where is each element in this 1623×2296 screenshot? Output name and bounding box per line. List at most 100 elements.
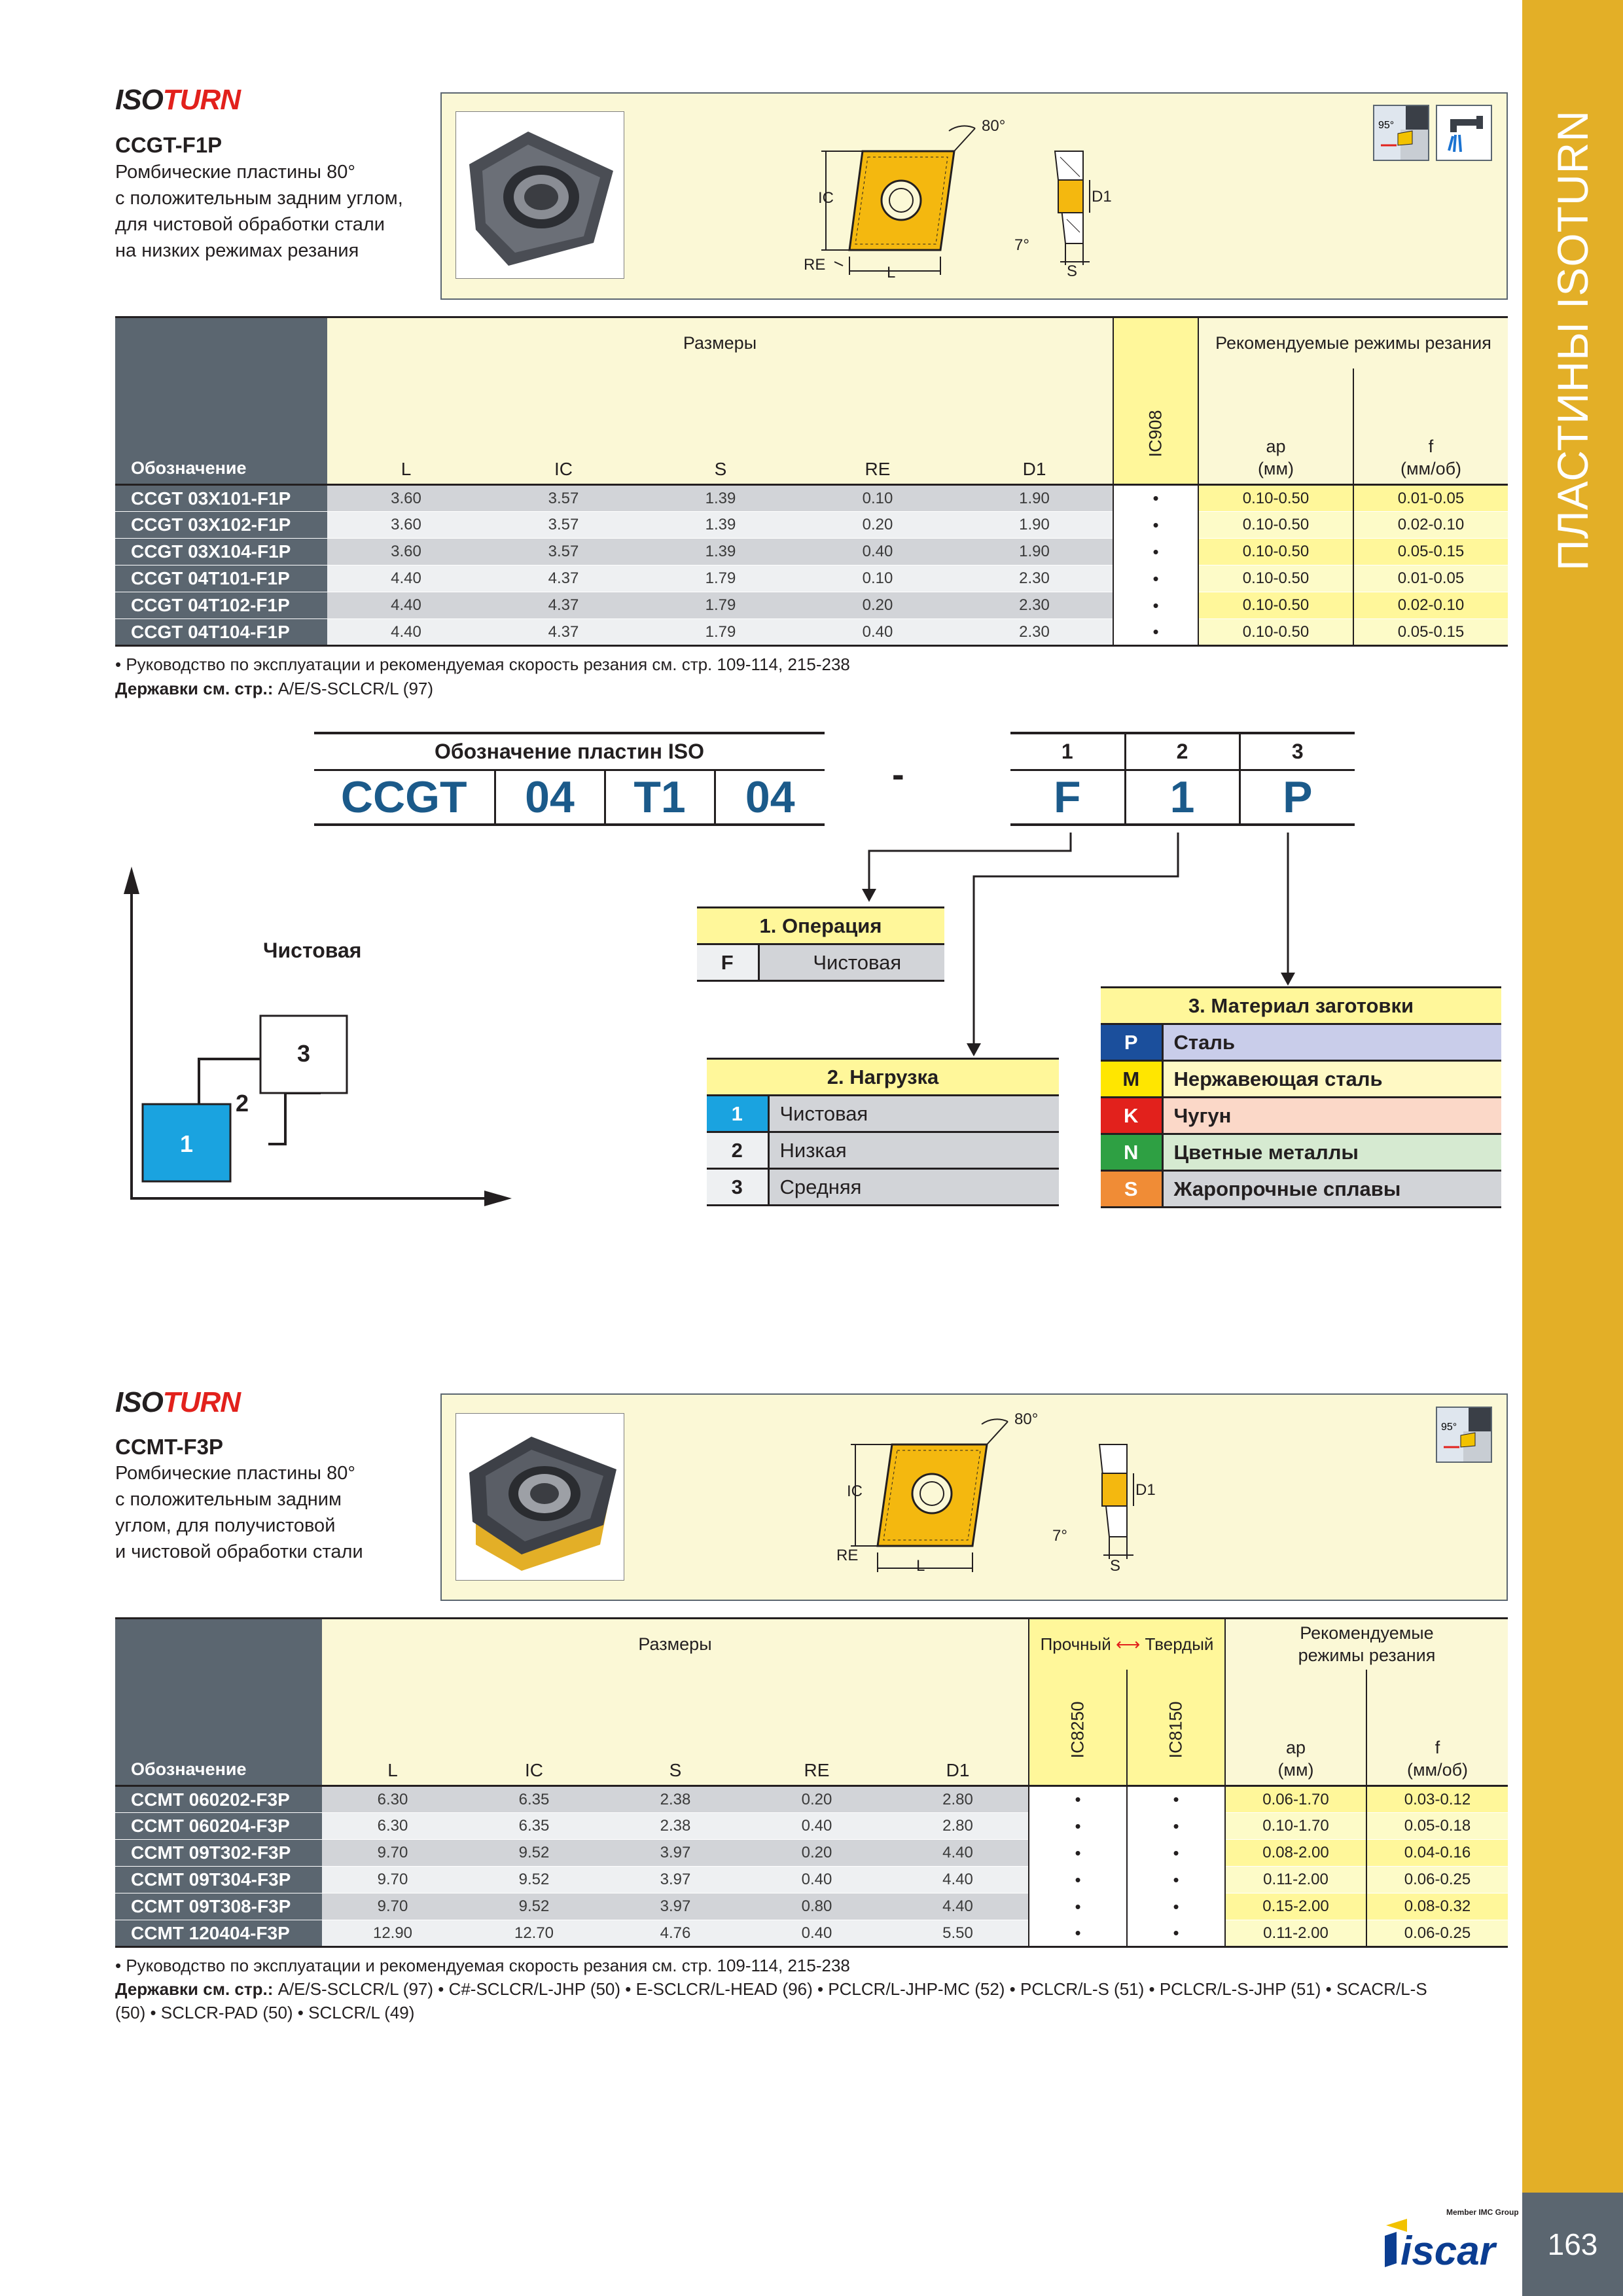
row-f: 0.06-0.25 bbox=[1366, 1866, 1508, 1893]
side-band bbox=[1522, 0, 1623, 2193]
load-value-1: Чистовая bbox=[768, 1095, 1059, 1133]
row-dim: 6.35 bbox=[463, 1812, 605, 1840]
iscar-logo: Member IMC Group iscar bbox=[1381, 2206, 1519, 2278]
col2-s: S bbox=[605, 1669, 746, 1786]
rec-header: Рекомендуемые режимы резания bbox=[1198, 316, 1508, 368]
row-grade-mark: • bbox=[1113, 592, 1199, 619]
row-ap: 0.08-2.00 bbox=[1225, 1839, 1367, 1867]
designation-header-2: Обозначение bbox=[115, 1617, 322, 1786]
row-dim: 1.90 bbox=[956, 538, 1113, 565]
row-f: 0.08-0.32 bbox=[1366, 1893, 1508, 1920]
row-grade-mark: • bbox=[1113, 538, 1199, 565]
row-designation: CCGT 04T104-F1P bbox=[115, 619, 327, 646]
isoturn-logo-2: ISOTURN bbox=[115, 1386, 241, 1418]
suffix-num-1: 1 bbox=[1010, 732, 1125, 771]
row-dim: 0.20 bbox=[746, 1785, 887, 1813]
row-f: 0.04-0.16 bbox=[1366, 1839, 1508, 1867]
row-dim: 5.50 bbox=[887, 1920, 1029, 1947]
load-key-3: 3 bbox=[707, 1168, 770, 1206]
row-dim: 0.40 bbox=[746, 1812, 887, 1840]
row-f: 0.05-0.15 bbox=[1353, 619, 1508, 646]
row-f: 0.05-0.18 bbox=[1366, 1812, 1508, 1840]
row-dim: 9.52 bbox=[463, 1893, 605, 1920]
iso-code-shape: CCGT bbox=[314, 770, 495, 826]
row-f: 0.05-0.15 bbox=[1353, 538, 1508, 565]
row-dim: 9.70 bbox=[322, 1839, 463, 1867]
row-dim: 12.90 bbox=[322, 1920, 463, 1947]
row-designation: CCMT 09T308-F3P bbox=[115, 1893, 322, 1920]
row-ap: 0.11-2.00 bbox=[1225, 1866, 1367, 1893]
row-ap: 0.10-0.50 bbox=[1198, 592, 1354, 619]
row-f: 0.06-0.25 bbox=[1366, 1920, 1508, 1947]
row-ap: 0.11-2.00 bbox=[1225, 1920, 1367, 1947]
svg-text:Member IMC Group: Member IMC Group bbox=[1446, 2208, 1518, 2217]
iso-suffix: 1 2 3 F 1 P bbox=[1010, 732, 1355, 826]
usage-note-1: • Руководство по эксплуатации и рекоменд… bbox=[115, 655, 850, 674]
iso-code-thickness: T1 bbox=[603, 770, 715, 826]
row-dim: 12.70 bbox=[463, 1920, 605, 1947]
row-designation: CCMT 120404-F3P bbox=[115, 1920, 322, 1947]
row-dim: 1.39 bbox=[642, 484, 799, 512]
material-key: M bbox=[1101, 1060, 1164, 1098]
row-dim: 4.40 bbox=[327, 619, 485, 646]
row-dim: 3.57 bbox=[485, 511, 642, 539]
row-dim: 1.90 bbox=[956, 484, 1113, 512]
row-dim: 6.35 bbox=[463, 1785, 605, 1813]
graph-box-2: 2 bbox=[236, 1090, 249, 1117]
material-value: Чугун bbox=[1162, 1097, 1501, 1135]
row-dim: 0.10 bbox=[799, 565, 956, 592]
row-dim: 0.20 bbox=[746, 1839, 887, 1867]
load-value-3: Средняя bbox=[768, 1168, 1059, 1206]
row-ap: 0.15-2.00 bbox=[1225, 1893, 1367, 1920]
row-designation: CCMT 060202-F3P bbox=[115, 1785, 322, 1813]
dims-header: Размеры bbox=[327, 316, 1113, 368]
iso-dash: - bbox=[892, 753, 904, 795]
col-s: S bbox=[642, 368, 799, 485]
row-ap: 0.10-0.50 bbox=[1198, 565, 1354, 592]
iso-code-size: 04 bbox=[493, 770, 605, 826]
spec-table-2: Обозначение Размеры Прочный ⟷ Твердый Ре… bbox=[115, 1617, 1508, 1948]
row-dim: 0.40 bbox=[799, 619, 956, 646]
svg-text:95°: 95° bbox=[1378, 120, 1394, 131]
svg-text:95°: 95° bbox=[1441, 1422, 1457, 1433]
material-key: K bbox=[1101, 1097, 1164, 1135]
product-title: CCGT-F1P bbox=[115, 133, 223, 157]
dims-header-2: Размеры bbox=[322, 1617, 1029, 1670]
operation-value: Чистовая bbox=[758, 944, 944, 982]
row-dim: 4.40 bbox=[327, 592, 485, 619]
row-designation: CCGT 03X102-F1P bbox=[115, 511, 327, 539]
suffix-code-material: P bbox=[1238, 770, 1355, 826]
iso-caption: Обозначение пластин ISO bbox=[314, 732, 825, 771]
row-dim: 1.39 bbox=[642, 511, 799, 539]
holder-95-icon: 95° bbox=[1373, 105, 1429, 161]
row-dim: 3.97 bbox=[605, 1893, 746, 1920]
col-d1: D1 bbox=[956, 368, 1113, 485]
row-dim: 1.90 bbox=[956, 511, 1113, 539]
product-description-2: Ромбические пластины 80° с положительным… bbox=[115, 1463, 363, 1562]
row-dim: 0.40 bbox=[746, 1920, 887, 1947]
grade-scale: Прочный ⟷ Твердый bbox=[1028, 1617, 1226, 1670]
col2-l: L bbox=[322, 1669, 463, 1786]
product-title-2: CCMT-F3P bbox=[115, 1435, 223, 1459]
operation-key: F bbox=[697, 944, 760, 982]
col-ic: IC bbox=[485, 368, 642, 485]
col-l: L bbox=[327, 368, 485, 485]
spec-table-1: Обозначение Размеры IC908 Рекомендуемые … bbox=[115, 316, 1508, 647]
col2-ap: ap(мм) bbox=[1225, 1669, 1367, 1786]
operation-caption: 1. Операция bbox=[697, 906, 944, 945]
holder-95-icon-2: 95° bbox=[1436, 1407, 1492, 1463]
isoturn-logo: ISOTURN bbox=[115, 84, 241, 116]
row-dim: 0.40 bbox=[746, 1866, 887, 1893]
double-arrow-icon: ⟷ bbox=[1115, 1634, 1141, 1654]
